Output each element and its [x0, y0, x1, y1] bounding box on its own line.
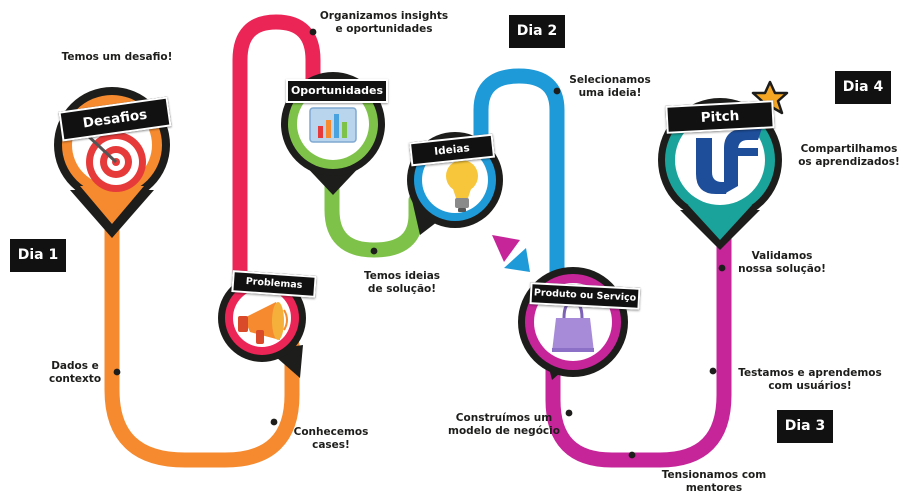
step-conhecemos-cases: Conhecemos cases!: [293, 426, 369, 451]
dot-conhecemos: [270, 418, 278, 426]
day-3-badge: Dia 3: [777, 410, 833, 443]
step-dados-contexto: Dados e contexto: [48, 360, 102, 385]
road-magenta: [545, 217, 732, 468]
step-tensionamos: Tensionamos com mentores: [661, 469, 767, 494]
dot-validamos: [718, 264, 726, 272]
dot-construimos: [565, 409, 573, 417]
triangle-blue-icon: [504, 248, 530, 272]
road-red: [232, 14, 321, 313]
dot-selecionamos: [553, 87, 561, 95]
step-validamos: Validamos nossa solução!: [738, 250, 826, 275]
step-temos-ideias: Temos ideias de solução!: [363, 270, 441, 295]
megaphone-icon: [238, 302, 288, 344]
dot-organizamos: [309, 28, 317, 36]
day-2-badge: Dia 2: [509, 15, 565, 48]
step-compartilhamos: Compartilhamos os aprendizados!: [798, 143, 900, 168]
lightbulb-icon: [446, 160, 478, 212]
dot-testamos: [709, 367, 717, 375]
day-1-badge: Dia 1: [10, 239, 66, 272]
pin-problemas: [218, 274, 306, 378]
triangle-magenta-icon: [492, 235, 520, 262]
dot-temos-ideias: [370, 247, 378, 255]
step-selecionamos: Selecionamos uma ideia!: [569, 74, 651, 99]
logo-icon: [696, 128, 762, 194]
step-testamos: Testamos e aprendemos com usuários!: [738, 367, 882, 392]
tag-pitch: Pitch: [665, 100, 775, 134]
path-dots: [113, 28, 726, 459]
step-temos-desafio: Temos um desafio!: [61, 51, 173, 63]
step-construimos: Construímos um modelo de negócio: [448, 412, 560, 437]
dot-dados: [113, 368, 121, 376]
road-blue: [473, 68, 565, 288]
road-orange: [104, 207, 300, 468]
chart-blueprint-icon: [309, 107, 357, 143]
step-organizamos: Organizamos insights e oportunidades: [319, 10, 449, 35]
dot-tensionamos: [628, 451, 636, 459]
tag-oportunidades: Oportunidades: [286, 79, 388, 103]
day-4-badge: Dia 4: [835, 71, 891, 104]
